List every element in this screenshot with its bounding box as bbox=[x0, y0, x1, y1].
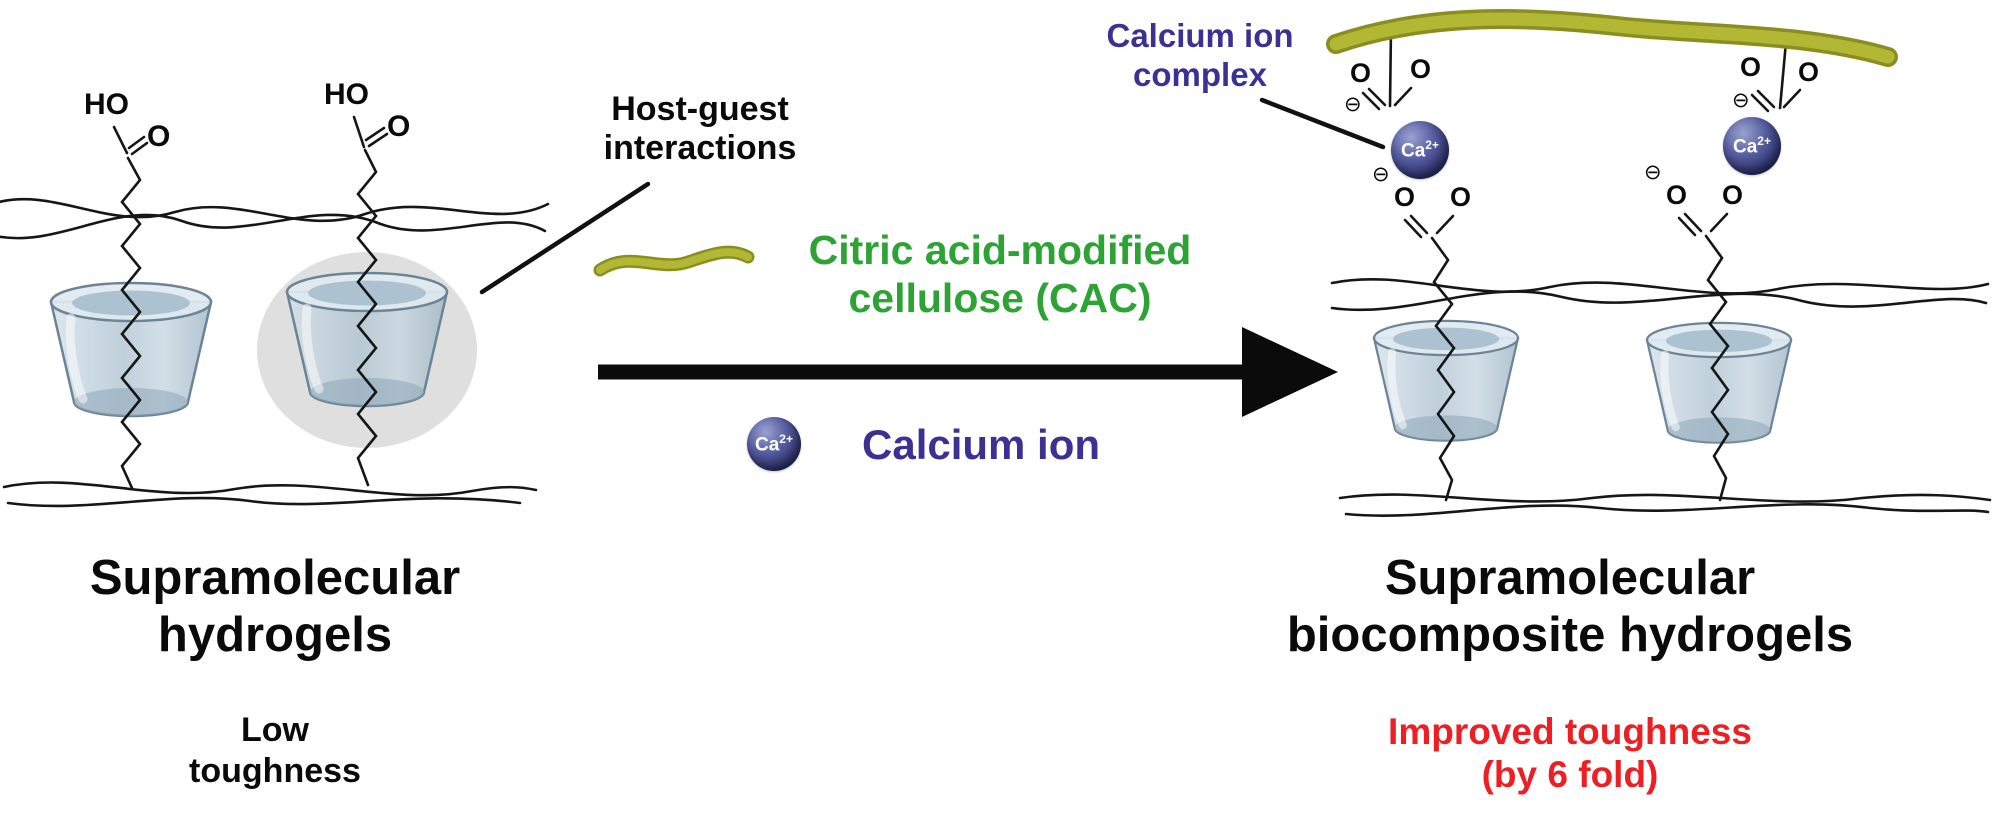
host-guest-label-line1: Host-guest bbox=[611, 90, 789, 128]
left-title-line1: Supramolecular bbox=[89, 551, 461, 605]
side-chain-zigzag-right-2 bbox=[1704, 234, 1730, 502]
cac-label: Citric acid-modified cellulose (CAC) bbox=[770, 226, 1230, 322]
left-subtitle: Low toughness bbox=[120, 710, 430, 792]
right-title: Supramolecular biocomposite hydrogels bbox=[1190, 550, 1950, 664]
right-hydrogel-network bbox=[1330, 26, 1992, 517]
double-bond-a1 bbox=[1367, 87, 1387, 107]
double-bond-b2 bbox=[1750, 93, 1770, 113]
calcium-complex-label-line2: complex bbox=[1133, 56, 1267, 93]
double-bond-2a bbox=[367, 132, 389, 148]
left-subtitle-line1: Low bbox=[241, 711, 309, 749]
side-chain-zigzag-1 bbox=[120, 156, 142, 490]
cellulose-strand-small-core bbox=[596, 248, 752, 274]
carboxylate-oxygen-label: O bbox=[1798, 57, 1820, 87]
calcium-charge: 2+ bbox=[779, 432, 793, 447]
calcium-ion-text: Calcium ion bbox=[862, 421, 1101, 468]
host-guest-label-line2: interactions bbox=[603, 129, 797, 167]
hydroxyl-label-1: HO bbox=[84, 88, 129, 121]
calcium-symbol: Ca bbox=[755, 434, 780, 456]
left-hydrogel-network bbox=[0, 115, 550, 508]
polymer-chain-top-1 bbox=[0, 197, 550, 223]
host-guest-pointer-line bbox=[479, 181, 651, 295]
carboxylate-oxygen-label: O bbox=[1740, 52, 1762, 82]
double-bond-b1 bbox=[1756, 89, 1776, 109]
calcium-complex-label: Calcium ion complex bbox=[1060, 16, 1340, 94]
charge-minus-label: ⊖ bbox=[1344, 92, 1362, 116]
carbonyl-oxygen-label-1: O bbox=[147, 120, 171, 153]
reaction-arrow bbox=[598, 327, 1338, 417]
right-subtitle-line2: (by 6 fold) bbox=[1481, 754, 1659, 795]
polymer-chain-bottom-2 bbox=[6, 496, 522, 508]
hydroxyl-label-2: HO bbox=[324, 78, 369, 111]
strand-attach-b bbox=[1778, 40, 1788, 110]
single-bond-a bbox=[1393, 86, 1413, 107]
right-title-line2: biocomposite hydrogels bbox=[1286, 608, 1854, 662]
calcium-symbol: Ca bbox=[1733, 136, 1758, 158]
double-bond-d2 bbox=[1677, 216, 1697, 237]
right-subtitle-line1: Improved toughness bbox=[1388, 711, 1752, 752]
calcium-complex-pointer-line bbox=[1259, 97, 1386, 150]
double-bond-2b bbox=[364, 126, 386, 142]
carboxylate-oxygen-label: O bbox=[1350, 58, 1372, 88]
side-chain-zigzag-2 bbox=[356, 148, 378, 487]
charge-minus-label: ⊖ bbox=[1644, 160, 1662, 184]
double-bond-c1 bbox=[1409, 214, 1429, 235]
calcium-charge: 2+ bbox=[1757, 134, 1771, 149]
calcium-complex-label-line1: Calcium ion bbox=[1106, 17, 1294, 54]
calcium-ion-sphere-right-2: Ca2+ bbox=[1723, 117, 1781, 175]
calcium-ion-sphere-right-1: Ca2+ bbox=[1391, 121, 1449, 179]
reaction-arrow-head bbox=[1242, 327, 1338, 417]
cac-label-line2: cellulose (CAC) bbox=[848, 275, 1152, 321]
double-bond-a2 bbox=[1361, 91, 1381, 111]
cac-label-line1: Citric acid-modified bbox=[808, 227, 1192, 273]
left-subtitle-line2: toughness bbox=[189, 752, 361, 790]
polymer-chain-bottom-right-2 bbox=[1344, 503, 1990, 517]
calcium-ion-symbol: Ca2+ bbox=[1401, 139, 1439, 160]
right-subtitle: Improved toughness (by 6 fold) bbox=[1270, 710, 1870, 796]
left-title: Supramolecular hydrogels bbox=[20, 550, 530, 664]
calcium-charge: 2+ bbox=[1425, 138, 1439, 153]
polymer-chain-top-right-1 bbox=[1330, 277, 1990, 295]
single-bond-c bbox=[1435, 214, 1455, 235]
carboxylate-oxygen-label: O bbox=[1394, 182, 1416, 212]
polymer-chain-top-2 bbox=[0, 213, 547, 240]
side-chain-zigzag-right-1 bbox=[1430, 236, 1456, 502]
double-bond-1a bbox=[130, 141, 149, 156]
calcium-ion-sphere-legend: Ca2+ bbox=[747, 417, 801, 471]
carboxylate-oxygen-label: O bbox=[1722, 180, 1744, 210]
charge-minus-label: ⊖ bbox=[1372, 162, 1390, 186]
polymer-chain-bottom-right-1 bbox=[1338, 493, 1992, 503]
left-title-line2: hydrogels bbox=[157, 608, 393, 662]
single-bond-b bbox=[1782, 88, 1802, 109]
cyclodextrin-cup-right-2 bbox=[1647, 323, 1791, 443]
bond-ho-2 bbox=[352, 115, 366, 149]
double-bond-1b bbox=[127, 135, 146, 150]
calcium-symbol: Ca bbox=[1401, 140, 1426, 162]
charge-minus-label: ⊖ bbox=[1732, 88, 1750, 112]
host-guest-label: Host-guest interactions bbox=[565, 90, 835, 168]
polymer-chain-top-right-2 bbox=[1330, 290, 1988, 312]
double-bond-c2 bbox=[1403, 218, 1423, 239]
carboxylate-oxygen-label: O bbox=[1666, 180, 1688, 210]
carbonyl-oxygen-label-2: O bbox=[387, 110, 411, 143]
polymer-chain-bottom-1 bbox=[2, 481, 538, 497]
cellulose-strand-large bbox=[1326, 9, 1898, 67]
right-title-line1: Supramolecular bbox=[1384, 551, 1756, 605]
carboxylate-oxygen-label: O bbox=[1450, 182, 1472, 212]
double-bond-d1 bbox=[1683, 212, 1703, 233]
bond-ho-1 bbox=[112, 125, 129, 155]
single-bond-d bbox=[1709, 212, 1729, 233]
cellulose-strand-small bbox=[593, 245, 755, 277]
strand-attach-a bbox=[1388, 26, 1393, 108]
carboxylate-oxygen-label: O bbox=[1410, 54, 1432, 84]
calcium-ion-symbol: Ca2+ bbox=[755, 433, 793, 454]
calcium-ion-symbol: Ca2+ bbox=[1733, 135, 1771, 156]
cellulose-strand-large-core bbox=[1329, 12, 1895, 64]
